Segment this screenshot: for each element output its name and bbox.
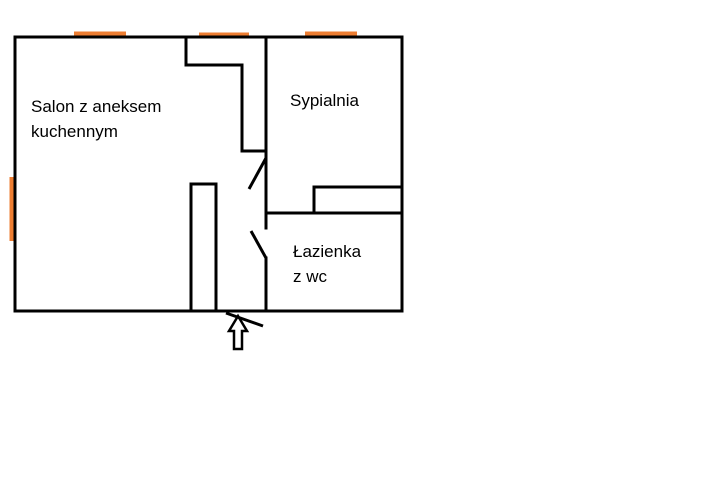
entrance-arrow-icon	[226, 313, 250, 351]
bedroom-label: Sypialnia	[290, 91, 360, 110]
kitchen-partition-wall	[184, 35, 268, 153]
outer-wall	[13, 35, 404, 313]
entrance-door	[225, 311, 264, 328]
bedroom-wardrobe	[312, 185, 404, 215]
bedroom-door	[247, 157, 268, 190]
living-room-label-line1: Salon z aneksem	[31, 97, 161, 116]
living-room-label-line2: kuchennym	[31, 122, 118, 141]
bathroom-door	[249, 230, 268, 259]
hall-cabinet	[189, 182, 218, 313]
bathroom-label-line2: z wc	[293, 267, 328, 286]
bathroom-label-line1: Łazienka	[293, 242, 362, 261]
